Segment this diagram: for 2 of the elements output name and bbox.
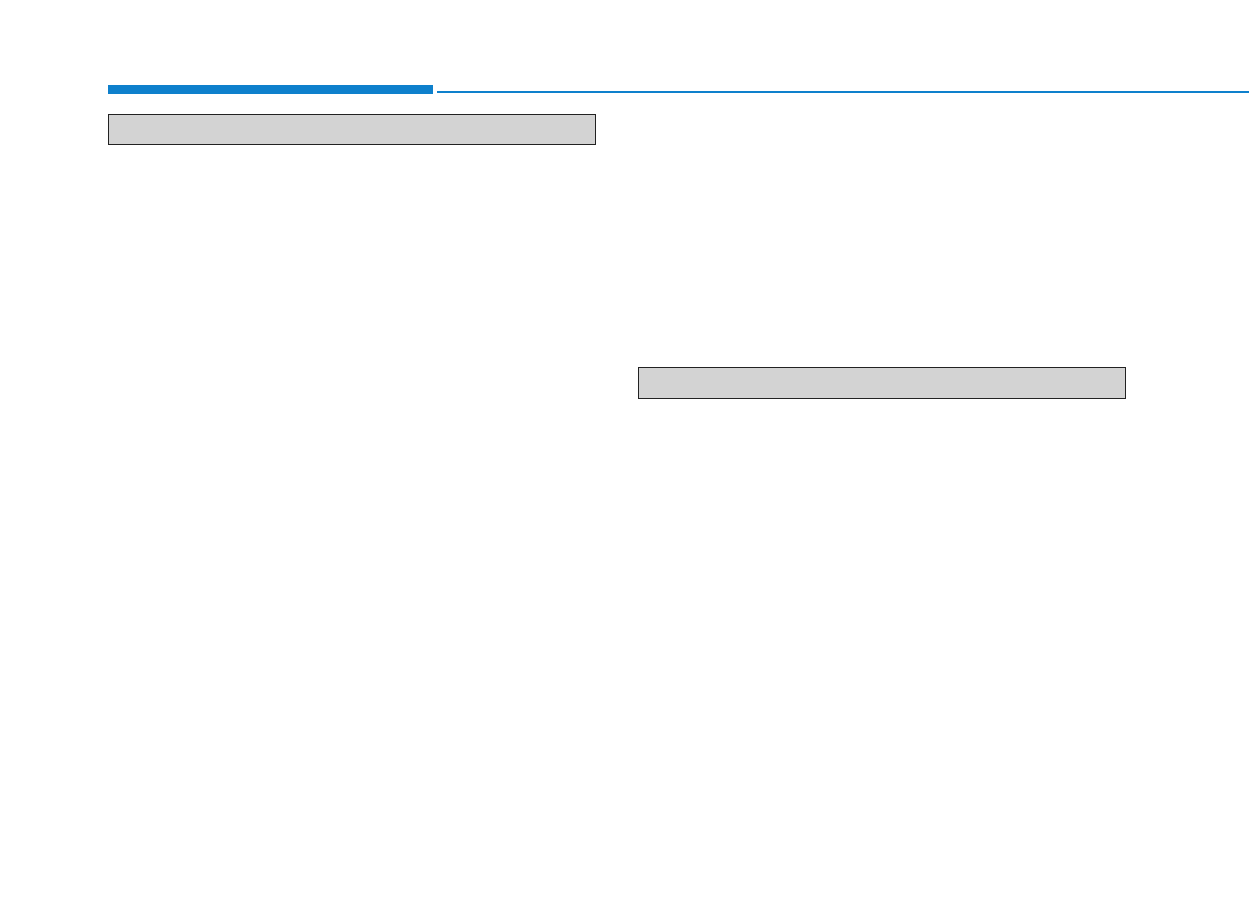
section-heading-bar: [108, 114, 596, 145]
section-heading-bar: [638, 367, 1126, 399]
